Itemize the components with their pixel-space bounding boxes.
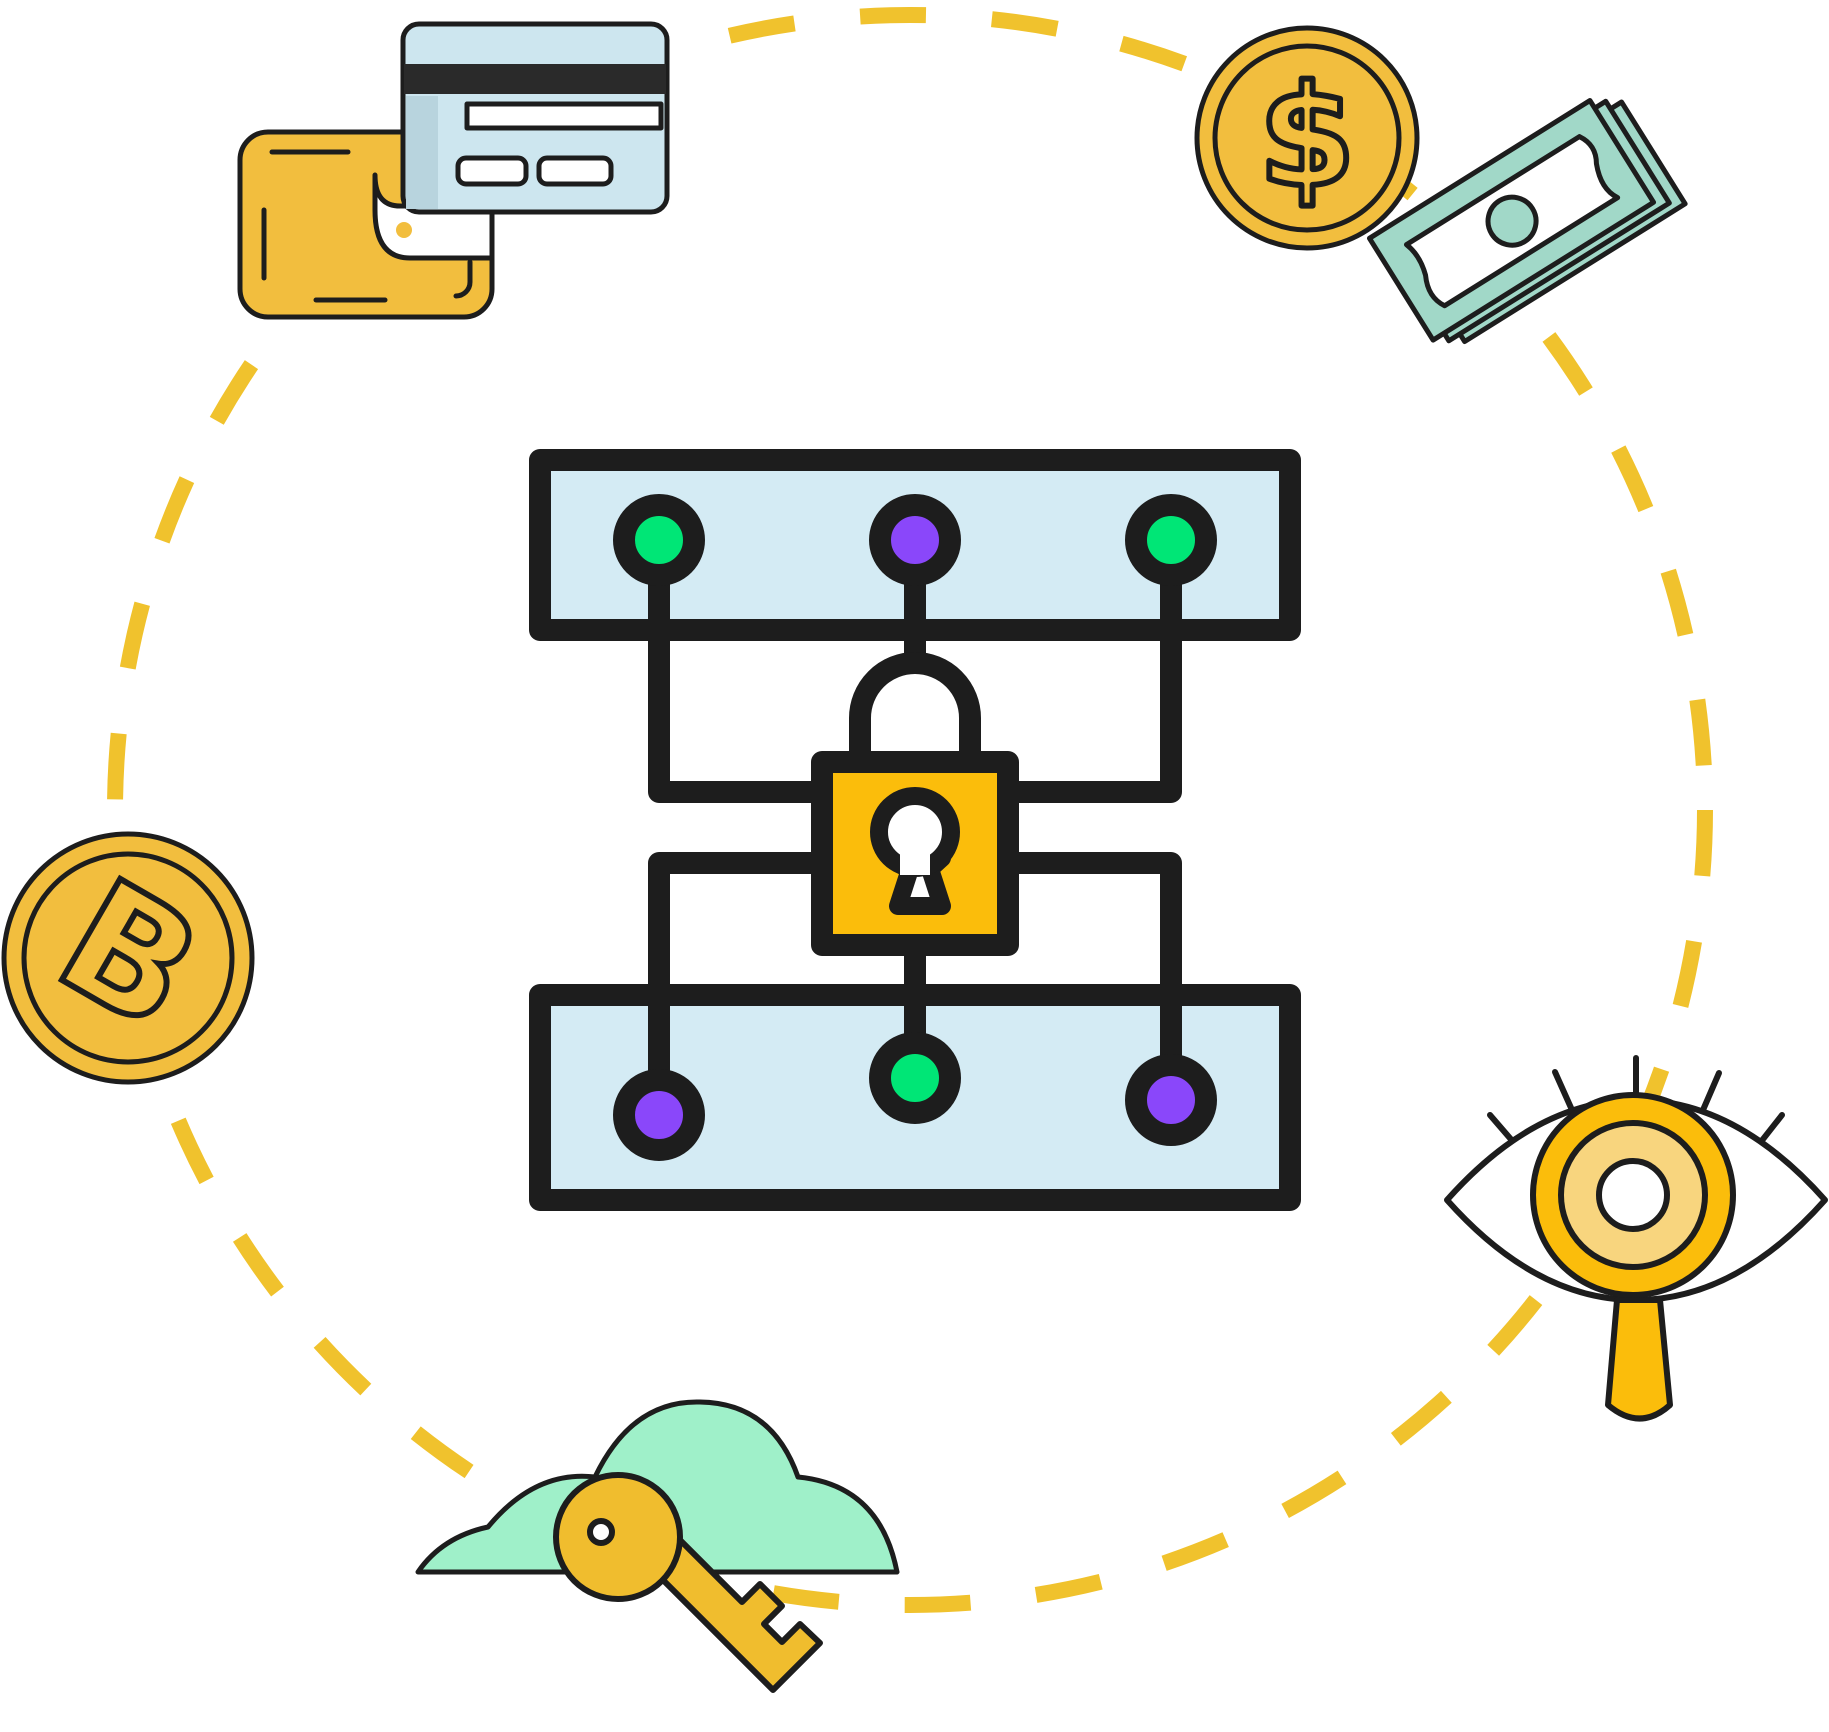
dollar-sign-icon: $ [1258, 56, 1355, 219]
top-node-green-right [1125, 494, 1217, 586]
top-node-green-left [613, 494, 705, 586]
bitcoin-coin-icon: B [1, 831, 255, 1085]
eye-pupil [1596, 1158, 1670, 1232]
top-node-purple-middle [869, 494, 961, 586]
central-lock-network [529, 449, 1301, 1211]
magnifier-handle [1605, 1297, 1673, 1422]
eye-magnifier-icon [1444, 1055, 1828, 1422]
bottom-node-purple-right [1125, 1054, 1217, 1146]
wallet-with-card-icon [237, 21, 670, 320]
padlock-icon [811, 652, 1019, 956]
dollar-coin-and-cash-icon: $ [1194, 25, 1688, 345]
cash-stack-icon [1366, 98, 1688, 345]
eyelashes [1487, 1055, 1785, 1147]
bottom-node-green-middle [869, 1032, 961, 1124]
dashed-orbit-ring [107, 7, 1713, 1613]
key-icon [553, 1472, 823, 1693]
cloud-key-icon [415, 1399, 900, 1693]
bottom-node-purple-left [613, 1069, 705, 1161]
